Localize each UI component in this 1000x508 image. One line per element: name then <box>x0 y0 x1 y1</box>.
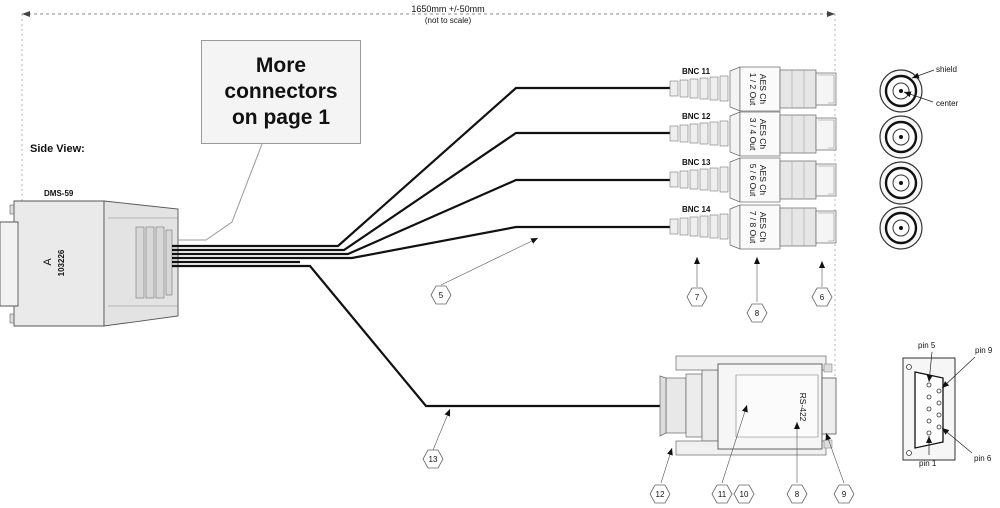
callout-10: 10 <box>733 484 755 504</box>
callout-8-bnc: 8 <box>746 303 768 323</box>
side-view-label: Side View: <box>30 143 85 155</box>
dms59-letter: A <box>42 258 54 266</box>
dms59-label: DMS-59 <box>44 189 74 198</box>
bnc-14-label: BNC 14 <box>682 205 711 214</box>
db9-pin5-label: pin 5 <box>918 341 936 350</box>
db9-pin6-label: pin 6 <box>974 454 992 463</box>
bnc-connector-11: BNC 11 AES Ch 1 / 2 Out <box>669 66 837 112</box>
callout-7: 7 <box>686 287 708 307</box>
callout-6: 6 <box>811 287 833 307</box>
bnc-14-sleeve-line2: 7 / 8 Out <box>748 211 758 244</box>
bnc-13-sleeve-line1: AES Ch <box>758 165 768 196</box>
bnc-face-4 <box>879 206 923 250</box>
note-line-1: More <box>255 54 307 77</box>
callout-11-label: 11 <box>718 490 727 499</box>
bnc-face-1 <box>879 69 923 113</box>
callout-9-label: 9 <box>842 490 847 499</box>
callout-leaders <box>432 237 845 484</box>
bnc-12-label: BNC 12 <box>682 112 711 121</box>
bnc-13-label: BNC 13 <box>682 158 711 167</box>
callout-6-label: 6 <box>820 293 825 302</box>
callout-7-label: 7 <box>695 293 700 302</box>
callout-12-label: 12 <box>656 490 665 499</box>
rs422-label: RS-422 <box>798 393 808 422</box>
callout-10-label: 10 <box>740 490 749 499</box>
note-line-2: connectors <box>224 80 338 103</box>
bnc-face-3 <box>879 161 923 205</box>
more-connectors-note: More connectors on page 1 <box>201 40 361 144</box>
bnc-connector-13: BNC 13 AES Ch 5 / 6 Out <box>669 157 837 203</box>
cable-bundle <box>172 86 670 408</box>
db9-face-view: pin 5 pin 9 pin 1 pin 6 <box>902 341 993 468</box>
callouts: 5 7 8 6 13 12 11 10 <box>422 285 855 504</box>
callout-12: 12 <box>649 484 671 504</box>
bnc-12-sleeve-line2: 3 / 4 Out <box>748 118 758 151</box>
note-leader <box>172 143 263 241</box>
bnc-12-sleeve-line1: AES Ch <box>758 119 768 150</box>
bnc-face-views: shield center <box>879 65 959 250</box>
db9-pin9-label: pin 9 <box>975 346 993 355</box>
bnc-14-sleeve-line1: AES Ch <box>758 212 768 243</box>
bnc-face-center-label: center <box>936 99 959 108</box>
dms59-part-number: 103226 <box>57 249 66 276</box>
dimension-length: 1650mm +/-50mm <box>411 4 484 14</box>
bnc-11-sleeve-line2: 1 / 2 Out <box>748 73 758 106</box>
callout-9: 9 <box>833 484 855 504</box>
callout-11: 11 <box>711 484 733 504</box>
bnc-face-2 <box>879 115 923 159</box>
bnc-11-sleeve-line1: AES Ch <box>758 74 768 105</box>
callout-8-bnc-label: 8 <box>755 309 760 318</box>
callout-5: 5 <box>430 285 452 305</box>
bnc-connector-14: BNC 14 AES Ch 7 / 8 Out <box>669 204 837 250</box>
callout-13: 13 <box>422 449 444 469</box>
bnc-face-shield-label: shield <box>936 65 957 74</box>
bnc-11-label: BNC 11 <box>682 67 711 76</box>
length-dimension: 1650mm +/-50mm (not to scale) <box>21 4 836 430</box>
dms59-connector: DMS-59 A 103226 <box>0 189 179 327</box>
bnc-connector-12: BNC 12 AES Ch 3 / 4 Out <box>669 111 837 157</box>
rs422-connector: RS-422 <box>659 355 837 456</box>
dimension-scale-note: (not to scale) <box>425 16 472 25</box>
db9-pin1-label: pin 1 <box>919 459 937 468</box>
callout-5-label: 5 <box>439 291 444 300</box>
bnc-13-sleeve-line2: 5 / 6 Out <box>748 164 758 197</box>
note-line-3: on page 1 <box>231 106 331 129</box>
callout-13-label: 13 <box>429 455 438 464</box>
callout-8-rs422: 8 <box>786 484 808 504</box>
callout-8-rs422-label: 8 <box>795 490 800 499</box>
